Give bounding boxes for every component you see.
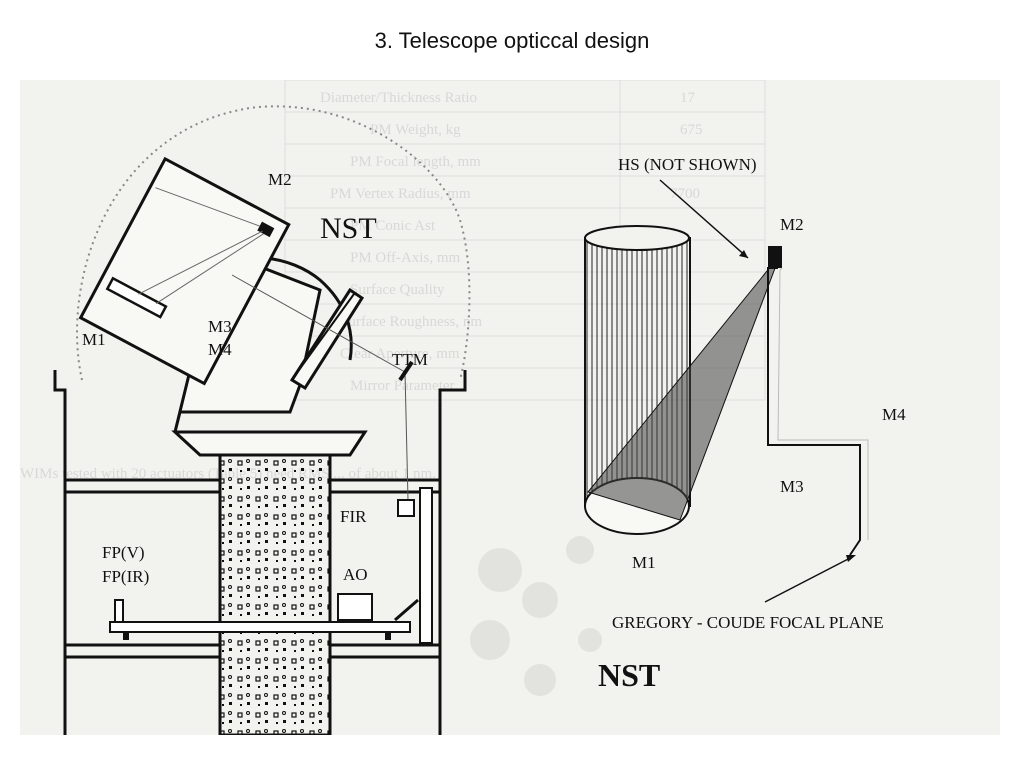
label-right-m1: M1 — [632, 553, 656, 572]
bg-row-5-label: PM Off-Axis, mm — [350, 250, 460, 266]
label-left-m4: M4 — [208, 340, 232, 359]
telescope-pier — [218, 453, 332, 735]
m1-mirror — [105, 276, 168, 319]
bg-row-0-label: Diameter/Thickness Ratio — [320, 90, 477, 106]
label-right-m3: M3 — [780, 477, 804, 496]
telescope-diagram-svg: Diameter/Thickness Ratio 17 PM Weight, k… — [20, 80, 1000, 735]
ttm-mirror — [398, 360, 414, 382]
label-left-fpir: FP(IR) — [102, 567, 149, 586]
optical-path — [231, 274, 409, 501]
bg-row-4-label: PM Conic Ast — [350, 218, 436, 234]
mount-cap-plate — [289, 287, 365, 391]
fir-rail — [419, 487, 433, 644]
ao-box — [337, 593, 373, 621]
label-right-hs: HS (NOT SHOWN) — [618, 155, 757, 174]
background-blobs — [470, 536, 602, 696]
right-m2-mirror — [768, 246, 782, 268]
label-right-m2: M2 — [780, 215, 804, 234]
bg-row-0-value: 17 — [680, 90, 696, 106]
pier-head — [171, 430, 368, 457]
coude-path — [767, 267, 861, 556]
label-left-fpv: FP(V) — [102, 543, 145, 562]
light-cone — [587, 254, 781, 521]
bg-row-8-label: Clear Aperture, mm — [340, 346, 460, 362]
fir-box — [397, 499, 415, 517]
label-right-nst: NST — [598, 657, 660, 693]
slide-title: 3. Telescope opticcal design — [374, 28, 650, 53]
telescope-tube — [78, 156, 291, 386]
telescope-figure: Diameter/Thickness Ratio 17 PM Weight, k… — [20, 80, 1000, 735]
bg-row-7-label: Surface Roughness, nm — [340, 314, 482, 330]
label-left-m1: M1 — [82, 330, 106, 349]
dome-outline — [76, 105, 471, 381]
optical-bench — [109, 621, 411, 633]
fp-mount — [114, 599, 124, 623]
label-right-m4: M4 — [882, 405, 906, 424]
label-left-m2: M2 — [268, 170, 292, 189]
building-walls — [53, 370, 467, 735]
label-left-nst: NST — [320, 212, 377, 245]
label-left-ttm: TTM — [392, 350, 428, 369]
label-right-gregory: GREGORY - COUDE FOCAL PLANE — [612, 613, 884, 632]
hs-arrow — [659, 179, 749, 259]
label-left-ao: AO — [343, 565, 368, 584]
focal-plane-arrow — [764, 555, 855, 603]
m2-mirror — [257, 221, 275, 238]
bg-row-9-label: Mirror Parameter — [350, 378, 455, 394]
bg-row-1-label: PM Weight, kg — [370, 122, 461, 138]
bg-row-2-label: PM Focal length, mm — [350, 154, 481, 170]
label-left-m3: M3 — [208, 317, 232, 336]
bg-row-3-label: PM Vertex Radius, mm — [330, 186, 471, 202]
bg-row-1-value: 675 — [680, 122, 703, 138]
bg-row-3-value: 7700 — [670, 186, 700, 202]
background-table-text: Diameter/Thickness Ratio 17 PM Weight, k… — [320, 90, 703, 394]
bg-row-6-label: Surface Quality — [350, 282, 445, 298]
label-left-fir: FIR — [340, 507, 367, 526]
